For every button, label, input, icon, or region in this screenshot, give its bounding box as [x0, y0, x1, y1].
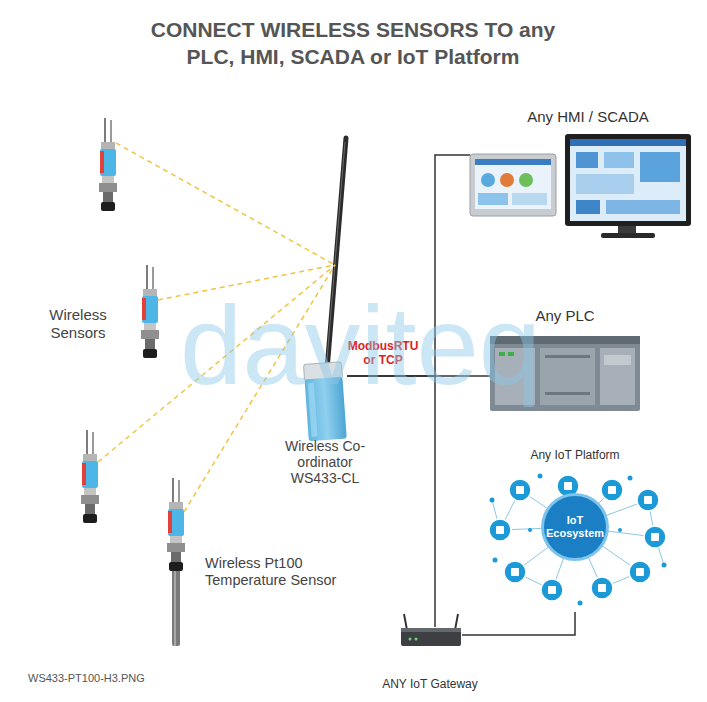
iot-network-icon: [618, 528, 622, 532]
wireless-sensor-icons: [99, 118, 117, 211]
iot-gateway-icon: [455, 614, 458, 630]
scada-monitor-icon: [570, 139, 686, 146]
iot-network-icon: [511, 568, 519, 576]
iot-gateway-icon: [415, 638, 418, 641]
hmi-panel-icon: [475, 159, 551, 165]
iot-network-icon: [598, 584, 606, 592]
bus-wire: [462, 612, 575, 635]
iot-gateway-icon: [401, 614, 461, 646]
iot-network-icon: [490, 474, 667, 606]
wireless-sensor-icons: [141, 265, 159, 358]
scada-monitor-icon: [601, 233, 655, 238]
hmi-scada: Any HMI / SCADA: [470, 132, 692, 238]
iot-network-icon: [509, 479, 531, 501]
pt100-sensor-icon: [174, 568, 176, 646]
bus-wire: [347, 376, 435, 627]
iot-network-icon: [541, 579, 563, 601]
plc-icon: [545, 355, 590, 358]
iot-network-icon: [490, 498, 495, 503]
scada-monitor-icon: [576, 174, 634, 194]
iot-network-icon: [489, 519, 511, 541]
node-caption: Wireless Co-ordinator WS433-CL: [276, 438, 374, 486]
scada-monitor-icon: [606, 200, 680, 214]
iot-network-icon: [538, 474, 543, 479]
pt100-sensor: Wireless Pt100 Temperature Sensor: [160, 478, 192, 648]
node-caption: Wireless Pt100 Temperature Sensor: [205, 555, 370, 589]
iot-network-icon: [496, 526, 504, 534]
iot-network-icon: [608, 486, 616, 494]
scada-monitor-icon: [618, 226, 636, 234]
iot-network-icon: [637, 489, 659, 511]
hmi-panel-icon: [512, 193, 547, 205]
scada-monitor-icon: [576, 152, 598, 168]
iot-center-label: IoT Ecosystem: [544, 514, 606, 540]
pt100-sensor-icon: [167, 478, 185, 571]
iot-network-icon: [662, 563, 667, 568]
iot-network-icon: [492, 486, 664, 590]
iot-network-icon: [629, 561, 651, 583]
iot-gateway-icon: [409, 638, 412, 641]
watermark: daviteq: [180, 290, 541, 402]
hmi-panel-icon: [470, 154, 556, 216]
iot-network-icon: [493, 558, 498, 563]
wireless-sensor-icons: [81, 430, 99, 523]
hmi-panel-icon: [475, 159, 551, 209]
plc-icon: [604, 355, 631, 365]
node-caption: ANY IoT Gateway: [350, 677, 510, 692]
iot-network-icon: [591, 577, 613, 599]
iot-network-icon: [651, 533, 659, 541]
file-name: WS433-PT100-H3.PNG: [28, 671, 145, 685]
iot-platform: Any IoT Platform: [485, 470, 670, 612]
iot-network-icon: [516, 486, 524, 494]
node-caption: Any HMI / SCADA: [508, 108, 668, 126]
plc-icon: [600, 348, 635, 405]
iot-gateway-icon: [404, 614, 407, 630]
iot-network-icon: [636, 568, 644, 576]
iot-gateway: ANY IoT Gateway: [400, 627, 462, 649]
radio-link-dashed: [116, 143, 335, 265]
hmi-panel-icon: [519, 173, 533, 187]
hmi-panel-icon: [478, 193, 508, 205]
title-text: CONNECT WIRELESS SENSORS TO any PLC, HMI…: [137, 16, 569, 70]
scada-monitor-icon: [576, 200, 600, 214]
iot-network-icon: [541, 493, 609, 561]
iot-network-icon: [544, 496, 606, 558]
iot-network-icon: [489, 474, 667, 606]
scada-monitor-icon: [570, 139, 686, 221]
scada-monitor-icon: [640, 152, 680, 182]
connector: [462, 612, 575, 635]
iot-network-icon: [628, 476, 633, 481]
iot-gateway-icon: [401, 628, 461, 646]
iot-network-icon: [564, 482, 572, 490]
scada-monitor-icon: [565, 134, 691, 226]
iot-network-icon: [601, 479, 623, 501]
node-caption: Any IoT Platform: [495, 448, 655, 463]
iot-gateway-icon: [401, 628, 461, 632]
pt100-sensor-icon: [167, 478, 185, 646]
iot-network-icon: [644, 526, 666, 548]
pt100-sensor-icon: [172, 568, 180, 646]
scada-monitor-icon: [565, 134, 691, 238]
iot-network-icon: [489, 475, 666, 601]
iot-network-icon: [548, 586, 556, 594]
iot-network-icon: [504, 561, 526, 583]
iot-network-icon: [644, 496, 652, 504]
iot-network-icon: [528, 528, 532, 532]
hmi-panel-icon: [500, 173, 514, 187]
hmi-panel-icon: [470, 154, 556, 216]
iot-network-icon: [496, 482, 659, 594]
plc-icon: [540, 348, 595, 405]
sensor-group: Wireless Sensors: [40, 115, 175, 530]
scada-monitor-icon: [604, 152, 634, 168]
plc-icon: [545, 392, 590, 395]
iot-network-icon: [578, 601, 583, 606]
hmi-panel-icon: [481, 173, 495, 187]
connector: [347, 376, 435, 627]
node-caption: Wireless Sensors: [42, 306, 114, 342]
